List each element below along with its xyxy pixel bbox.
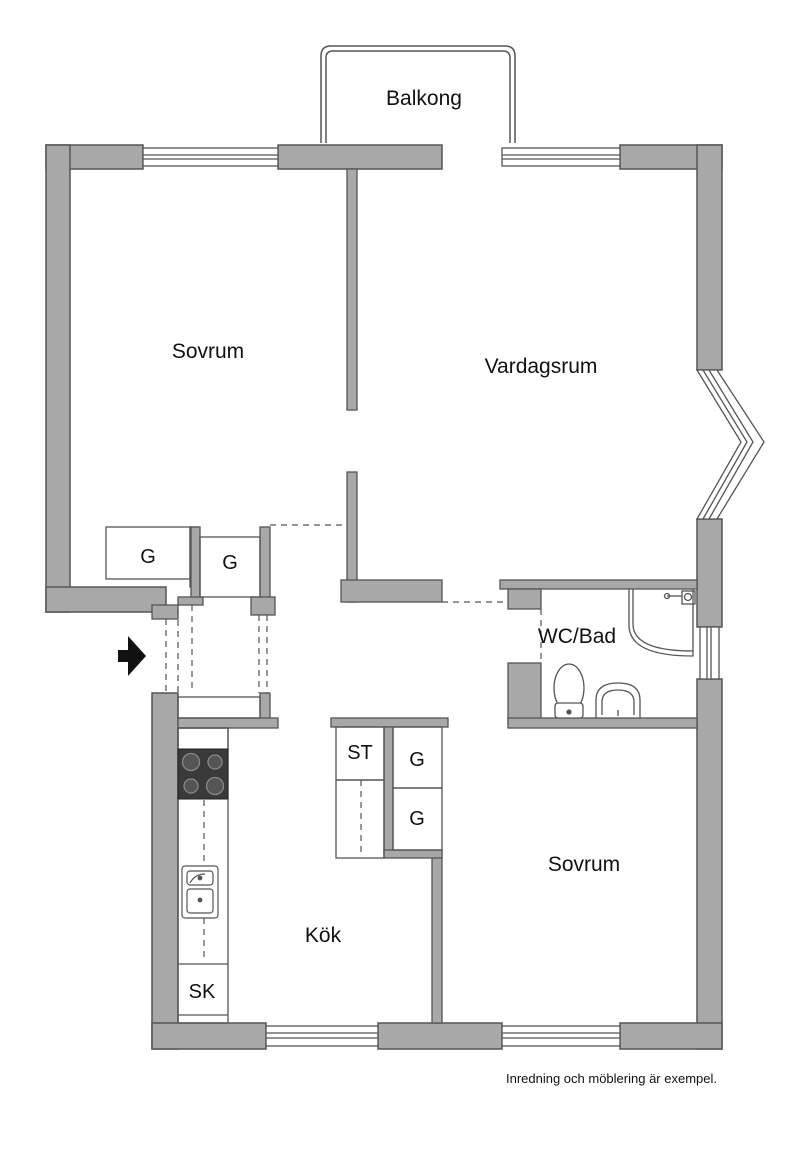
kitchen-counter — [177, 727, 229, 1024]
window-kitchen-bottom — [265, 1025, 379, 1047]
washbasin-icon — [595, 682, 641, 719]
wall-bath-left — [507, 662, 542, 724]
wall-bath-bottom — [507, 717, 698, 729]
wall-closets-bottom — [383, 849, 443, 859]
label-bedroom-2: Sovrum — [548, 853, 620, 876]
footnote: Inredning och möblering är exempel. — [506, 1071, 717, 1086]
wall-closet-left — [190, 526, 201, 603]
window-bedroom-top — [142, 147, 279, 167]
label-kitchen-cabinet: SK — [189, 981, 216, 1003]
wall-bottom-right — [619, 1022, 723, 1050]
windows — [142, 147, 765, 1047]
label-bathroom: WC/Bad — [538, 625, 616, 648]
label-wardrobe-2: G — [222, 552, 238, 574]
label-kitchen: Kök — [305, 924, 342, 947]
wall-ST-top — [330, 717, 449, 728]
label-bedroom-1: Sovrum — [172, 340, 244, 363]
wall-bottom-left — [151, 1022, 267, 1050]
wall-closet-right — [259, 526, 271, 603]
wall-right-upper — [696, 144, 723, 371]
wall-right-mid — [696, 518, 723, 628]
stove-icon — [177, 748, 229, 800]
wall-right-lower — [696, 678, 723, 1050]
window-living-top — [501, 147, 621, 167]
label-wardrobe-3: G — [409, 749, 425, 771]
wall-bottom-bedroom — [45, 586, 167, 613]
label-living-room: Vardagsrum — [485, 355, 598, 378]
wall-left-upper — [45, 144, 71, 613]
window-bedroom-bottom — [501, 1025, 621, 1047]
closet-g-hall — [199, 536, 261, 598]
interior-walls — [151, 168, 698, 1024]
wall-closet-divider — [383, 726, 394, 854]
door-openings — [165, 524, 542, 962]
wall-bottom-mid — [377, 1022, 503, 1050]
wall-hall-lower — [259, 692, 271, 722]
window-bathroom — [699, 626, 720, 680]
shower-icon — [628, 589, 696, 657]
wall-closet-post-right — [250, 596, 276, 616]
balcony — [320, 45, 516, 143]
toilet-icon — [553, 663, 585, 719]
wall-top-mid — [277, 144, 443, 170]
label-storage: ST — [347, 742, 373, 764]
sink-icon — [181, 865, 219, 919]
wall-kitchen-right — [431, 851, 443, 1024]
entry-arrow-icon — [118, 636, 146, 676]
wall-closet-post-left — [177, 596, 204, 606]
wall-bath-post — [507, 588, 542, 610]
label-wardrobe-4: G — [409, 808, 425, 830]
label-balcony: Balkong — [386, 87, 462, 110]
wall-left-lower — [151, 692, 179, 1050]
storage-closets — [335, 726, 443, 859]
label-wardrobe-1: G — [140, 546, 156, 568]
exterior-walls — [45, 144, 723, 1050]
bay-window — [695, 369, 765, 520]
wall-bath-top — [499, 579, 698, 590]
wall-living-bottom — [340, 579, 443, 603]
wall-divider-upper — [346, 168, 358, 411]
hall-bench — [177, 696, 261, 719]
wardrobe-g-bedroom — [105, 526, 191, 580]
wall-hall-bottom — [177, 717, 279, 729]
wall-entry-stub — [151, 604, 179, 620]
